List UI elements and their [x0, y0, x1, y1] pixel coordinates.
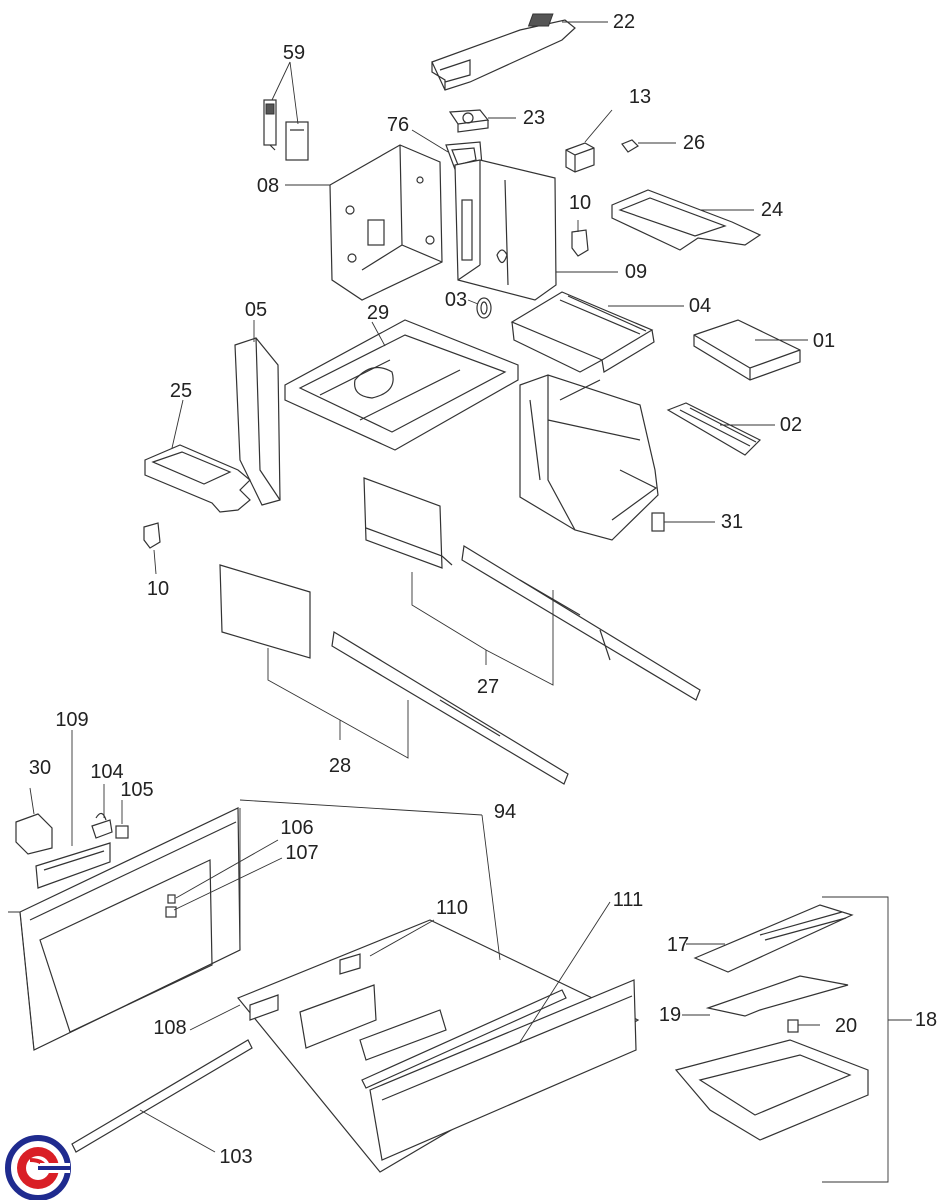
label-24: 24 [760, 199, 784, 221]
label-103: 103 [219, 1146, 253, 1168]
label-01: 01 [812, 330, 836, 352]
label-08: 08 [256, 175, 280, 197]
label-13: 13 [628, 86, 652, 108]
part-27-panel-rail [363, 477, 701, 701]
label-59: 59 [282, 42, 306, 64]
label-10-upper: 10 [568, 192, 592, 214]
part-03-ring [476, 297, 492, 319]
part-19-tray-insert [705, 975, 849, 1017]
part-02-grill [666, 402, 762, 456]
part-103-strip [71, 1039, 253, 1153]
part-109-board [35, 842, 111, 889]
label-20: 20 [834, 1015, 858, 1037]
part-26-clip [621, 139, 639, 153]
label-04: 04 [688, 295, 712, 317]
part-31-switch [651, 512, 665, 532]
label-29: 29 [366, 302, 390, 324]
label-25: 25 [169, 380, 193, 402]
label-26: 26 [682, 132, 706, 154]
part-105-sensor [115, 825, 129, 839]
label-23: 23 [522, 107, 546, 129]
label-94: 94 [493, 801, 517, 823]
part-30-board [15, 813, 53, 855]
part-23-fan [448, 109, 490, 133]
label-107: 107 [285, 842, 319, 864]
leader-lines [8, 21, 912, 1183]
part-17-grill [693, 904, 854, 973]
label-02: 02 [779, 414, 803, 436]
label-76: 76 [386, 114, 410, 136]
part-13-block [565, 142, 595, 173]
part-main-housing [519, 374, 659, 541]
label-110: 110 [436, 897, 468, 919]
part-drip-tray-base [674, 1039, 869, 1141]
label-05: 05 [244, 299, 268, 321]
label-18: 18 [914, 1009, 938, 1031]
part-05-side-panel [234, 337, 281, 506]
label-22: 22 [612, 11, 636, 33]
label-31: 31 [720, 511, 744, 533]
label-09: 09 [624, 261, 648, 283]
part-24-tray [611, 189, 762, 251]
part-28-panel-rail [219, 564, 569, 785]
label-104: 104 [90, 761, 124, 783]
part-94-control-panel-group [237, 919, 640, 1173]
part-front-door-frame [19, 807, 241, 1051]
label-19: 19 [658, 1004, 682, 1026]
part-59-bracket [263, 99, 309, 161]
label-111: 111 [612, 889, 644, 911]
label-17: 17 [666, 934, 690, 956]
label-28: 28 [328, 755, 352, 777]
part-106-107-pins [165, 894, 177, 918]
part-04-lid [510, 291, 655, 373]
part-01-cover [693, 319, 801, 381]
label-03: 03 [444, 289, 468, 311]
label-10-lower: 10 [146, 578, 170, 600]
label-27: 27 [476, 676, 500, 698]
part-29-base-frame [284, 319, 519, 451]
label-109: 109 [55, 709, 89, 731]
part-20-pin [787, 1019, 799, 1033]
part-08-side-panel [329, 144, 443, 301]
label-108: 108 [153, 1017, 187, 1039]
part-25-tray [144, 444, 251, 513]
part-104-cable [91, 812, 113, 839]
logo-icon [5, 1135, 71, 1200]
part-09-back-frame [454, 159, 557, 301]
part-22-top-cover [431, 13, 576, 91]
part-10-knob-lower [143, 522, 161, 549]
label-30: 30 [28, 757, 52, 779]
label-106: 106 [280, 817, 314, 839]
part-10-knob-upper [571, 229, 589, 257]
label-105: 105 [120, 779, 154, 801]
